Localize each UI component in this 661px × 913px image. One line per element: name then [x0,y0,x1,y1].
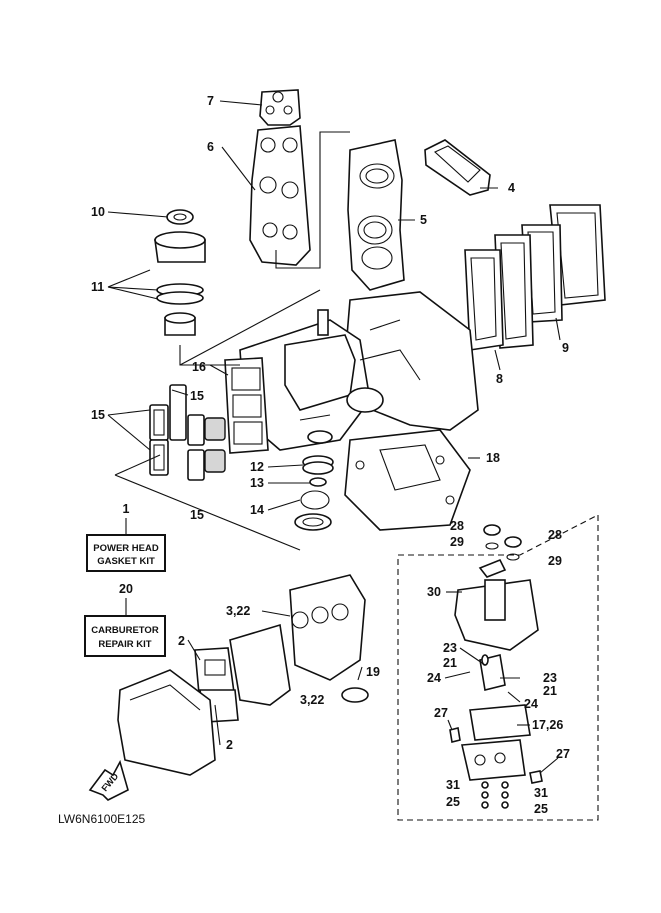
callout-12: 12 [250,460,264,474]
power-head-gasket-kit: 1 POWER HEAD GASKET KIT [86,502,166,572]
callout-10: 10 [91,205,105,219]
callout-31-b: 31 [534,786,548,800]
reed-valve-gaskets [149,384,226,481]
callout-17-26: 17,26 [532,718,563,732]
callout-15-a: 15 [190,389,204,403]
carburetor-repair-kit: 20 CARBURETOR REPAIR KIT [84,582,166,657]
callout-27-a: 27 [434,706,448,720]
callout-19: 19 [366,665,380,679]
callout-2-b: 2 [226,738,233,752]
callout-5: 5 [420,213,427,227]
callout-21-b: 21 [543,684,557,698]
callout-25-b: 25 [534,802,548,816]
callout-18: 18 [486,451,500,465]
callout-24-b: 24 [524,697,538,711]
callout-15-c: 15 [190,508,204,522]
reference-code: LW6N6100E125 [58,812,145,826]
callout-9: 9 [562,341,569,355]
callout-29-a: 29 [450,535,464,549]
callout-6: 6 [207,140,214,154]
kit-number-20: 20 [119,582,133,596]
callout-15-b: 15 [91,408,105,422]
callout-3-22-a: 3,22 [226,604,250,618]
oil-seal-housing [154,209,240,366]
lower-seals [294,455,334,531]
kit-number-1: 1 [123,502,130,516]
kit-line-carburetor: CARBURETOR [91,625,159,636]
intake-silencer [117,669,216,776]
float-chamber-detail [449,524,543,809]
carburetor-assembly [194,574,369,723]
callout-2-a: 2 [178,634,185,648]
callout-28-b: 28 [548,528,562,542]
callout-31-a: 31 [446,778,460,792]
callout-4: 4 [508,181,515,195]
callout-28-a: 28 [450,519,464,533]
callout-11: 11 [91,280,104,294]
detail-box-outline [397,514,599,821]
crankcase-gasket [224,357,269,454]
kit-line-repair-kit: REPAIR KIT [98,639,151,650]
kit-line-gasket-kit: GASKET KIT [97,556,155,567]
callout-3-22-b: 3,22 [300,693,324,707]
leader-lines [107,100,561,774]
base-gasket [344,429,471,531]
cylinder-cover-gaskets [464,204,606,351]
callout-30: 30 [427,585,441,599]
callout-16: 16 [192,360,206,374]
callout-7: 7 [207,94,214,108]
cover-plate [424,139,491,196]
callout-8: 8 [496,372,503,386]
callout-27-b: 27 [556,747,570,761]
exhaust-manifold [347,139,405,291]
callout-numbers: 7 6 10 11 4 5 9 8 16 15 15 15 12 13 14 1… [91,94,570,816]
callout-23-a: 23 [443,641,457,655]
forward-direction-arrow: FWD [88,759,129,801]
callout-21-a: 21 [443,656,457,670]
callout-13: 13 [250,476,264,490]
callout-24-a: 24 [427,671,441,685]
kit-line-power-head: POWER HEAD [93,543,159,554]
callout-25-a: 25 [446,795,460,809]
exhaust-cover-assembly [249,89,350,269]
callout-14: 14 [250,503,264,517]
callout-23-b: 23 [543,671,557,685]
callout-29-b: 29 [548,554,562,568]
crankcase-block [239,291,479,451]
